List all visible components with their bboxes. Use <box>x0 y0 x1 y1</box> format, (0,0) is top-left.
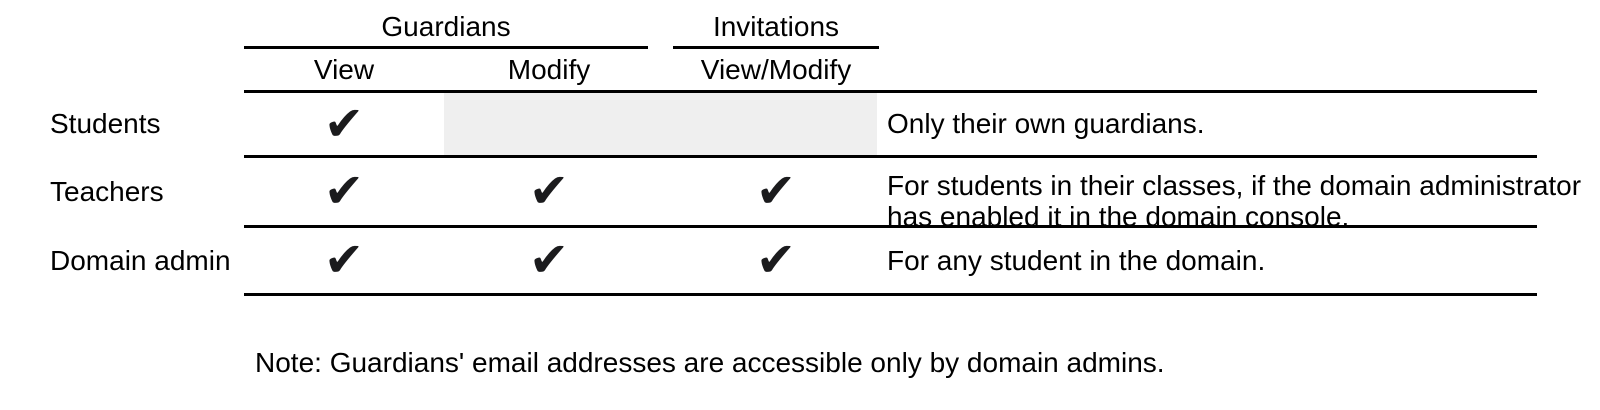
row-divider-line <box>244 155 1537 158</box>
teachers-note: For students in their classes, if the do… <box>887 170 1587 232</box>
column-header-modify: Modify <box>507 54 591 85</box>
row-divider-line <box>244 225 1537 228</box>
header-divider-line <box>244 90 1537 93</box>
column-group-guardians: Guardians <box>381 11 511 42</box>
check-icon: ✔ <box>528 232 570 288</box>
students-not-applicable-cell <box>444 93 877 155</box>
column-header-view-modify: View/Modify <box>700 54 852 85</box>
check-icon: ✔ <box>755 232 797 288</box>
note-line: For any student in the domain. <box>887 245 1266 276</box>
students-note: Only their own guardians. <box>887 93 1587 155</box>
check-icon: ✔ <box>755 163 797 219</box>
row-label-domain-admin: Domain admin <box>50 245 231 276</box>
row-label-students: Students <box>50 108 161 139</box>
table-bottom-line <box>244 293 1537 296</box>
column-header-view: View <box>313 54 375 85</box>
column-group-invitations: Invitations <box>712 11 840 42</box>
invitations-group-underline <box>673 46 879 49</box>
row-label-teachers: Teachers <box>50 176 164 207</box>
check-icon: ✔ <box>323 96 365 152</box>
check-icon: ✔ <box>323 232 365 288</box>
note-line: For students in their classes, if the do… <box>887 170 1582 201</box>
guardians-group-underline <box>244 46 648 49</box>
footnote-text: Note: Guardians' email addresses are acc… <box>255 347 1165 378</box>
check-icon: ✔ <box>528 163 570 219</box>
check-icon: ✔ <box>323 163 365 219</box>
note-line: Only their own guardians. <box>887 108 1205 139</box>
domain-admin-note: For any student in the domain. <box>887 228 1587 293</box>
